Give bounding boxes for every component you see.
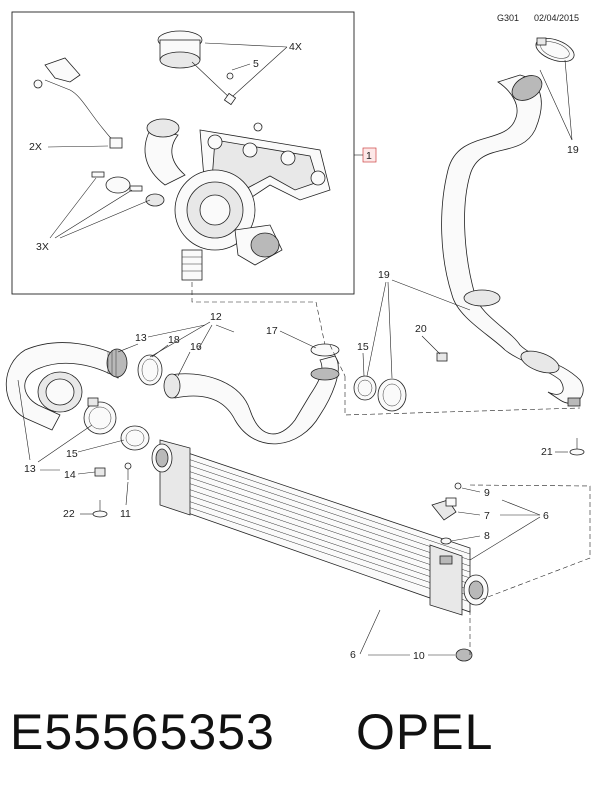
callout-21[interactable]: 21 [541, 446, 553, 458]
callout-6-bottom[interactable]: 6 [350, 649, 356, 661]
screw-9[interactable] [454, 482, 462, 490]
seal-8[interactable] [440, 537, 452, 545]
clamp-13-left[interactable] [83, 397, 117, 435]
ring-15-right[interactable] [353, 375, 377, 401]
sensor-7[interactable] [431, 497, 457, 521]
callout-19-top[interactable]: 19 [567, 144, 579, 156]
bolt-22[interactable] [92, 500, 108, 518]
callout-16[interactable]: 16 [190, 341, 202, 353]
bolt-21[interactable] [569, 438, 585, 456]
callout-11[interactable]: 11 [120, 508, 131, 520]
callout-10[interactable]: 10 [413, 650, 425, 662]
ring-18[interactable] [137, 354, 163, 386]
clamp-19-right[interactable] [377, 378, 407, 412]
charge-air-hose-left[interactable] [5, 342, 128, 431]
callout-4x[interactable]: 4X [289, 41, 302, 53]
diagram-code: G301 [497, 13, 519, 23]
callout-15-right[interactable]: 15 [357, 341, 369, 353]
ring-15-left[interactable] [120, 425, 150, 451]
callout-9[interactable]: 9 [484, 487, 490, 499]
callout-8[interactable]: 8 [484, 530, 490, 542]
turbocharger-assembly[interactable] [33, 30, 331, 281]
callout-6-right[interactable]: 6 [543, 510, 549, 522]
callout-12[interactable]: 12 [210, 311, 222, 323]
clamp-17[interactable] [310, 343, 340, 381]
brand-name: OPEL [356, 704, 494, 760]
turbocharger-inset-frame [11, 11, 355, 295]
callout-22[interactable]: 22 [63, 508, 75, 520]
callout-13-left[interactable]: 13 [24, 463, 36, 475]
nut-14[interactable] [94, 467, 106, 477]
charge-air-hose-right[interactable] [441, 70, 584, 407]
callout-18[interactable]: 18 [168, 334, 180, 346]
callout-3x[interactable]: 3X [36, 241, 49, 253]
callout-5[interactable]: 5 [253, 58, 259, 70]
callout-13-top[interactable]: 13 [135, 332, 147, 344]
clamp-19-top[interactable] [533, 34, 577, 66]
callout-7[interactable]: 7 [484, 510, 490, 522]
part-number: E55565353 [10, 704, 275, 760]
diagram-date: 02/04/2015 [534, 13, 579, 23]
callout-15-left[interactable]: 15 [66, 448, 78, 460]
clip-20[interactable] [436, 352, 448, 362]
callout-2x[interactable]: 2X [29, 141, 42, 153]
callout-17[interactable]: 17 [266, 325, 278, 337]
isolator-10[interactable] [455, 648, 473, 662]
callout-19-mid[interactable]: 19 [378, 269, 390, 281]
callout-20[interactable]: 20 [415, 323, 427, 335]
callout-1[interactable]: 1 [366, 150, 372, 162]
hose-16[interactable] [163, 355, 339, 445]
bolt-11[interactable] [124, 462, 132, 480]
callout-14[interactable]: 14 [64, 469, 76, 481]
intercooler[interactable] [151, 439, 489, 616]
